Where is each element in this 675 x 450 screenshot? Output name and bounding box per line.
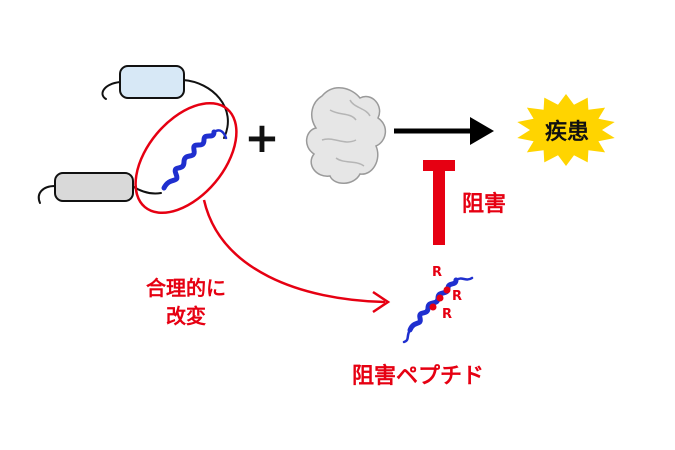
arginine-label-2: R [452, 289, 462, 304]
arginine-label-1: R [432, 265, 442, 280]
inhibitor-peptide-label: 阻害ペプチド [352, 364, 485, 389]
arginine-label-3: R [442, 307, 452, 322]
inhibitor-peptide-helix [402, 276, 474, 344]
original-helix [161, 129, 228, 191]
arginine-site-3 [429, 303, 437, 311]
lower-protein-domain [54, 172, 134, 202]
rational-design-label-line1: 合理的に [146, 276, 226, 300]
disease-label: 疾患 [545, 119, 589, 145]
inhibition-bar-stem [433, 160, 445, 245]
disease-burst [517, 94, 615, 166]
inhibition-label: 阻害 [462, 191, 506, 217]
progression-arrowhead [470, 117, 494, 145]
target-protein [305, 87, 387, 184]
arginine-site-1 [443, 286, 451, 294]
plus-sign: + [244, 113, 279, 162]
redesign-arrowhead [372, 290, 391, 314]
arginine-site-2 [436, 294, 444, 302]
rational-design-label-line2: 改変 [166, 304, 206, 328]
helix-highlight-ellipse [134, 101, 238, 215]
redesign-arrow [202, 199, 386, 304]
linker-lines [37, 79, 229, 204]
upper-protein-domain [119, 65, 185, 99]
